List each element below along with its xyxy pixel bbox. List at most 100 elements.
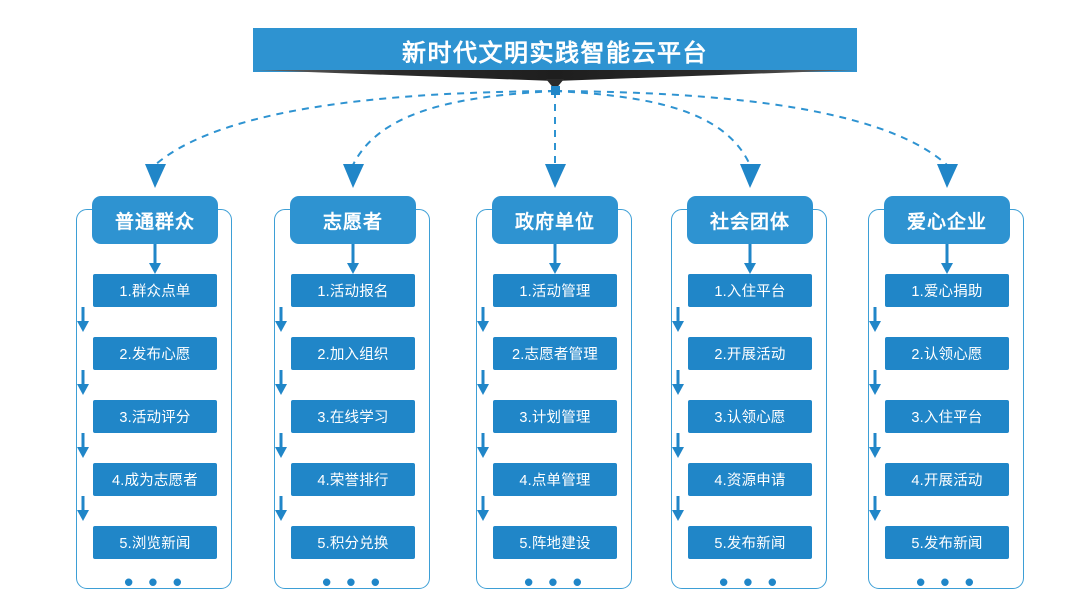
down-arrow-icon bbox=[672, 433, 684, 458]
role-column-header-5[interactable]: 爱心企业 bbox=[884, 196, 1010, 244]
flow-step-label: 3.在线学习 bbox=[317, 410, 389, 426]
connector-to-column-5 bbox=[554, 90, 948, 166]
flow-step[interactable]: 3.计划管理 bbox=[493, 400, 617, 433]
flow-step[interactable]: 4.荣誉排行 bbox=[291, 463, 415, 496]
flow-step[interactable]: 1.爱心捐助 bbox=[885, 274, 1009, 307]
down-arrow-icon bbox=[869, 370, 881, 395]
flow-step[interactable]: 3.认领心愿 bbox=[688, 400, 812, 433]
role-columns: 普通群众 1.群众点单 2.发布心愿 3.活动评分 4.成为志愿者 5.浏览新闻… bbox=[0, 196, 1080, 596]
flow-step[interactable]: 3.在线学习 bbox=[291, 400, 415, 433]
role-column-5: 爱心企业 1.爱心捐助 2.认领心愿 3.入住平台 4.开展活动 5.发布新闻 … bbox=[868, 196, 1026, 597]
connector-hub-node bbox=[551, 86, 560, 95]
flow-step[interactable]: 1.活动报名 bbox=[291, 274, 415, 307]
flow-step-label: 2.发布心愿 bbox=[119, 347, 191, 363]
down-arrow-icon bbox=[672, 370, 684, 395]
down-arrow-icon bbox=[149, 244, 161, 274]
down-arrow-icon bbox=[77, 433, 89, 458]
flow-step[interactable]: 1.入住平台 bbox=[688, 274, 812, 307]
page-title: 新时代文明实践智能云平台 bbox=[402, 39, 708, 67]
flow-step-label: 2.志愿者管理 bbox=[512, 347, 598, 363]
role-column-header-3[interactable]: 政府单位 bbox=[492, 196, 618, 244]
down-arrow-icon bbox=[869, 496, 881, 521]
flow-step-label: 3.入住平台 bbox=[911, 410, 983, 426]
down-arrow-icon bbox=[477, 370, 489, 395]
role-column-3: 政府单位 1.活动管理 2.志愿者管理 3.计划管理 4.点单管理 5.阵地建设… bbox=[476, 196, 634, 597]
role-column-items-3: 1.活动管理 2.志愿者管理 3.计划管理 4.点单管理 5.阵地建设 • • … bbox=[476, 274, 634, 597]
flow-step[interactable]: 4.开展活动 bbox=[885, 463, 1009, 496]
flow-step-label: 4.荣誉排行 bbox=[317, 473, 389, 489]
flow-step-label: 5.积分兑换 bbox=[317, 536, 389, 552]
down-arrow-icon bbox=[477, 496, 489, 521]
role-column-items-1: 1.群众点单 2.发布心愿 3.活动评分 4.成为志愿者 5.浏览新闻 • • … bbox=[76, 274, 234, 597]
flow-step-label: 1.群众点单 bbox=[119, 284, 191, 300]
down-arrow-icon bbox=[477, 307, 489, 332]
flow-step[interactable]: 5.浏览新闻 bbox=[93, 526, 217, 559]
down-arrow-icon bbox=[869, 433, 881, 458]
down-arrow-icon bbox=[672, 496, 684, 521]
flow-step[interactable]: 2.开展活动 bbox=[688, 337, 812, 370]
role-column-header-2[interactable]: 志愿者 bbox=[290, 196, 416, 244]
platform-title-banner: 新时代文明实践智能云平台 bbox=[253, 28, 857, 72]
flow-step-label: 3.活动评分 bbox=[119, 410, 191, 426]
down-arrow-icon bbox=[477, 433, 489, 458]
more-items-ellipsis: • • • bbox=[124, 567, 186, 597]
flow-step[interactable]: 5.发布新闻 bbox=[688, 526, 812, 559]
flow-step-label: 1.爱心捐助 bbox=[911, 284, 983, 300]
flow-step-label: 4.成为志愿者 bbox=[112, 473, 198, 489]
flow-step-label: 4.开展活动 bbox=[911, 473, 983, 489]
flow-step-label: 4.资源申请 bbox=[714, 473, 786, 489]
connector-arrowhead-1 bbox=[145, 164, 166, 188]
flow-step-label: 2.认领心愿 bbox=[911, 347, 983, 363]
role-column-1: 普通群众 1.群众点单 2.发布心愿 3.活动评分 4.成为志愿者 5.浏览新闻… bbox=[76, 196, 234, 597]
down-arrow-icon bbox=[549, 244, 561, 274]
more-items-ellipsis: • • • bbox=[916, 567, 978, 597]
down-arrow-icon bbox=[672, 307, 684, 332]
flow-step-label: 5.阵地建设 bbox=[519, 536, 591, 552]
flow-step-label: 3.计划管理 bbox=[519, 410, 591, 426]
flow-step-label: 4.点单管理 bbox=[519, 473, 591, 489]
connector-to-column-2 bbox=[352, 90, 556, 166]
down-arrow-icon bbox=[275, 370, 287, 395]
role-column-header-4[interactable]: 社会团体 bbox=[687, 196, 813, 244]
flow-step-label: 5.发布新闻 bbox=[714, 536, 786, 552]
role-column-4: 社会团体 1.入住平台 2.开展活动 3.认领心愿 4.资源申请 5.发布新闻 … bbox=[671, 196, 829, 597]
flow-step[interactable]: 5.阵地建设 bbox=[493, 526, 617, 559]
flow-step[interactable]: 4.点单管理 bbox=[493, 463, 617, 496]
role-column-header-label-2: 志愿者 bbox=[322, 211, 383, 233]
flow-step[interactable]: 1.活动管理 bbox=[493, 274, 617, 307]
flow-step-label: 1.活动管理 bbox=[519, 284, 591, 300]
flow-step[interactable]: 4.资源申请 bbox=[688, 463, 812, 496]
flow-step[interactable]: 2.认领心愿 bbox=[885, 337, 1009, 370]
flow-step[interactable]: 3.入住平台 bbox=[885, 400, 1009, 433]
flow-step-label: 3.认领心愿 bbox=[714, 410, 786, 426]
down-arrow-icon bbox=[347, 244, 359, 274]
flow-step[interactable]: 5.发布新闻 bbox=[885, 526, 1009, 559]
flow-step-label: 1.入住平台 bbox=[714, 284, 786, 300]
flow-step[interactable]: 1.群众点单 bbox=[93, 274, 217, 307]
flow-step[interactable]: 2.发布心愿 bbox=[93, 337, 217, 370]
flow-step-label: 2.加入组织 bbox=[317, 347, 389, 363]
flow-step-label: 2.开展活动 bbox=[714, 347, 786, 363]
more-items-ellipsis: • • • bbox=[719, 567, 781, 597]
down-arrow-icon bbox=[77, 307, 89, 332]
role-column-items-5: 1.爱心捐助 2.认领心愿 3.入住平台 4.开展活动 5.发布新闻 • • • bbox=[868, 274, 1026, 597]
platform-title-bar: 新时代文明实践智能云平台 bbox=[253, 28, 857, 72]
role-column-2: 志愿者 1.活动报名 2.加入组织 3.在线学习 4.荣誉排行 5.积分兑换 •… bbox=[274, 196, 432, 597]
more-items-ellipsis: • • • bbox=[322, 567, 384, 597]
role-column-items-4: 1.入住平台 2.开展活动 3.认领心愿 4.资源申请 5.发布新闻 • • • bbox=[671, 274, 829, 597]
flow-step[interactable]: 3.活动评分 bbox=[93, 400, 217, 433]
more-items-ellipsis: • • • bbox=[524, 567, 586, 597]
connector-arrowhead-5 bbox=[937, 164, 958, 188]
role-column-header-1[interactable]: 普通群众 bbox=[92, 196, 218, 244]
role-column-header-label-3: 政府单位 bbox=[514, 211, 595, 233]
down-arrow-icon bbox=[275, 496, 287, 521]
role-column-header-label-5: 爱心企业 bbox=[906, 211, 987, 233]
connector-arrowhead-3 bbox=[545, 164, 566, 188]
flow-step[interactable]: 2.志愿者管理 bbox=[493, 337, 617, 370]
flow-step[interactable]: 2.加入组织 bbox=[291, 337, 415, 370]
title-shadow-triangle bbox=[253, 70, 857, 90]
flow-step[interactable]: 4.成为志愿者 bbox=[93, 463, 217, 496]
flow-step[interactable]: 5.积分兑换 bbox=[291, 526, 415, 559]
down-arrow-icon bbox=[744, 244, 756, 274]
